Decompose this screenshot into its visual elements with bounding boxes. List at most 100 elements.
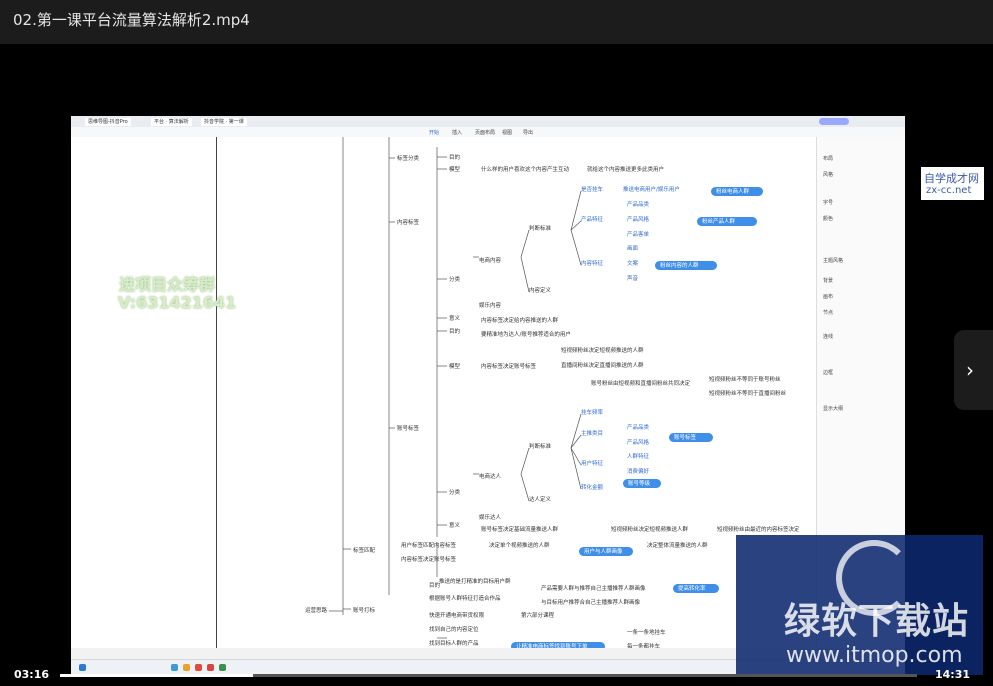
mindmap-pill-label[interactable]: 让精准电商标签找到账号下单 xyxy=(516,642,588,648)
mindmap-node[interactable]: 短视频粉丝决定短视频推送人群 xyxy=(611,525,689,533)
mindmap-pill[interactable] xyxy=(673,584,719,593)
mindmap-node[interactable]: 账号标签 xyxy=(397,424,420,432)
app-tab[interactable]: 思维导图-抖音Pro xyxy=(85,118,131,126)
mindmap-node[interactable]: 找到目标人群的产品 xyxy=(429,639,479,647)
user-badge[interactable] xyxy=(819,118,849,125)
mindmap-node[interactable]: 短视频粉丝不等同于直播间粉丝 xyxy=(709,389,787,397)
mindmap-pill[interactable] xyxy=(655,261,717,270)
mindmap-node[interactable]: 挂车频率 xyxy=(581,408,604,416)
mindmap-node[interactable]: 电商达人 xyxy=(479,472,502,480)
mindmap-node[interactable]: 推送电商用户/娱乐用户 xyxy=(623,185,680,193)
mindmap-node[interactable]: 是否挂车 xyxy=(581,185,604,193)
mindmap-node[interactable]: 短视频粉丝由最近的内容标签决定 xyxy=(717,525,800,533)
edge-icon[interactable] xyxy=(171,664,178,671)
mindmap-node[interactable]: 一条一条地挂车 xyxy=(627,628,666,636)
mindmap-node[interactable]: 要精准地为达人/账号推荐适合的用户 xyxy=(481,330,571,338)
mindmap-pill[interactable] xyxy=(579,547,633,556)
mindmap-node[interactable]: 短视频粉丝不等同于账号粉丝 xyxy=(709,375,781,383)
mindmap-node[interactable]: 内容特征 xyxy=(581,259,604,267)
mindmap-pill-label[interactable]: 粉丝内容的人群 xyxy=(660,261,699,269)
mindmap-pill[interactable] xyxy=(697,217,757,226)
mindmap-pill-label[interactable]: 用户与人群画像 xyxy=(584,547,623,555)
menu-item[interactable]: 页面布局 xyxy=(475,130,496,136)
mindmap-pill-label[interactable]: 提高转化率 xyxy=(678,584,706,592)
mindmap-node[interactable]: 文案 xyxy=(627,259,639,267)
mindmap-node[interactable]: 找到自己的内容定位 xyxy=(429,625,479,633)
mindmap-node[interactable]: 产品风格 xyxy=(627,215,650,223)
mindmap-node[interactable]: 第六部分课程 xyxy=(521,611,555,619)
mindmap-node[interactable]: 目的 xyxy=(449,327,461,335)
mindmap-pill[interactable] xyxy=(511,642,605,648)
mindmap-pill[interactable] xyxy=(711,187,763,196)
menu-item[interactable]: 开始 xyxy=(429,130,440,136)
folder-icon[interactable] xyxy=(183,664,190,671)
mindmap-node[interactable]: 模型 xyxy=(449,165,461,173)
mindmap-node[interactable]: 决定整体流量推送的人群 xyxy=(647,541,708,549)
mindmap-node[interactable]: 根据账号人群特征打造合作品 xyxy=(429,594,501,602)
video-progress-bar[interactable] xyxy=(60,674,917,677)
mindmap-node[interactable]: 快速开通电商带货权限 xyxy=(429,611,485,619)
mindmap-root[interactable]: 运营思路 xyxy=(305,606,328,614)
mindmap-node[interactable]: 主推类目 xyxy=(581,429,603,437)
mindmap-node[interactable]: 产品品类 xyxy=(627,423,650,431)
menu-item[interactable]: 导出 xyxy=(523,130,534,136)
mindmap-node[interactable]: 内容标签决定给内容推送的人群 xyxy=(481,316,559,324)
mindmap-node[interactable]: 就给这个内容推送更多此类用户 xyxy=(587,165,664,173)
mindmap-node[interactable]: 模型 xyxy=(449,362,461,370)
mindmap-canvas[interactable]: 进项目众筹群 V:631421641 运营思路标签匹配账号打标标签分类内容标签账… xyxy=(71,137,816,648)
mindmap-node[interactable]: 短视频粉丝决定短视频推送的人群 xyxy=(561,346,644,354)
mindmap-node[interactable]: 意义 xyxy=(449,314,461,322)
mindmap-node[interactable]: 转化金额 xyxy=(581,483,604,491)
mindmap-node[interactable]: 内容标签决定账号标签 xyxy=(481,362,537,370)
mindmap-node[interactable]: 分类 xyxy=(449,275,461,283)
mindmap-node[interactable]: 消费偏好 xyxy=(627,467,650,475)
wps-icon[interactable] xyxy=(207,664,214,671)
chrome-icon[interactable] xyxy=(195,664,202,671)
mindmap-node[interactable]: 产品需要人群与推荐自己主播推荐人群画像 xyxy=(541,584,646,592)
mindmap-node[interactable]: 判断标准 xyxy=(529,442,552,450)
mindmap-node[interactable]: 产品风格 xyxy=(627,438,650,446)
app-tab[interactable]: 抖音学院 · 第一课 xyxy=(201,118,247,126)
mindmap-node[interactable]: 与目标用户推荐合自己主播推荐人群画像 xyxy=(541,598,641,606)
windows-start-icon[interactable] xyxy=(79,664,86,671)
mindmap-node[interactable]: 标签分类 xyxy=(397,154,420,162)
mindmap-node[interactable]: 什么样的用户喜欢这个内容产生互动 xyxy=(481,165,570,173)
mindmap-node[interactable]: 目的 xyxy=(449,153,461,161)
mindmap-node[interactable]: 账号打标 xyxy=(353,606,376,614)
mindmap-node[interactable]: 人群特征 xyxy=(627,452,650,460)
mindmap-node[interactable]: 决定单个视频推送的人群 xyxy=(489,541,550,549)
mindmap-node[interactable]: 产品特征 xyxy=(581,215,604,223)
mindmap-node[interactable]: 推送的是打精准的目标用户群 xyxy=(439,577,511,585)
mindmap-pill-label[interactable]: 账号等级 xyxy=(628,479,651,487)
mindmap-node[interactable]: 娱乐内容 xyxy=(479,301,502,309)
mindmap-node[interactable]: 画面 xyxy=(627,245,639,252)
mindmap-node[interactable]: 内容定义 xyxy=(529,286,552,294)
mindmap-node[interactable]: 用户标签匹配内容标签 xyxy=(401,541,457,549)
mindmap-node[interactable]: 判断标准 xyxy=(529,224,552,232)
mindmap-node[interactable]: 账号标签决定基础流量推送人群 xyxy=(481,525,559,533)
mindmap-node[interactable]: 娱乐达人 xyxy=(479,513,502,521)
mindmap-node[interactable]: 意义 xyxy=(449,521,461,529)
mindmap-node[interactable]: 账号粉丝由短视频和直播间粉丝共同决定 xyxy=(591,379,691,387)
app-icon[interactable] xyxy=(219,664,226,671)
mindmap-node[interactable]: 达人定义 xyxy=(529,495,552,503)
mindmap-node[interactable]: 声音 xyxy=(627,274,639,282)
mindmap-pill-label[interactable]: 粉丝产品人群 xyxy=(702,217,736,225)
next-arrow-button[interactable]: › xyxy=(954,330,993,410)
menu-item[interactable]: 插入 xyxy=(452,130,463,136)
mindmap-node[interactable]: 直播间粉丝决定直播间推送的人群 xyxy=(561,361,644,369)
menu-item[interactable]: 视图 xyxy=(502,130,513,136)
mindmap-pill-label[interactable]: 粉丝电商人群 xyxy=(716,187,750,195)
mindmap-node[interactable]: 内容标签决定账号标签 xyxy=(401,555,457,563)
mindmap-node[interactable]: 分类 xyxy=(449,488,461,496)
mindmap-node[interactable]: 产品客单 xyxy=(627,230,650,238)
mindmap-pill[interactable] xyxy=(669,433,713,442)
mindmap-pill-label[interactable]: 账号标签 xyxy=(674,433,697,441)
mindmap-pill[interactable] xyxy=(623,479,661,488)
mindmap-node[interactable]: 产品品类 xyxy=(627,200,650,208)
mindmap-node[interactable]: 用户特征 xyxy=(581,459,604,467)
app-tab[interactable]: 平台 · 算法解析 xyxy=(151,118,192,126)
mindmap-node[interactable]: 标签匹配 xyxy=(353,546,376,554)
mindmap-node[interactable]: 内容标签 xyxy=(397,218,420,226)
mindmap-node[interactable]: 目的 xyxy=(429,581,441,589)
